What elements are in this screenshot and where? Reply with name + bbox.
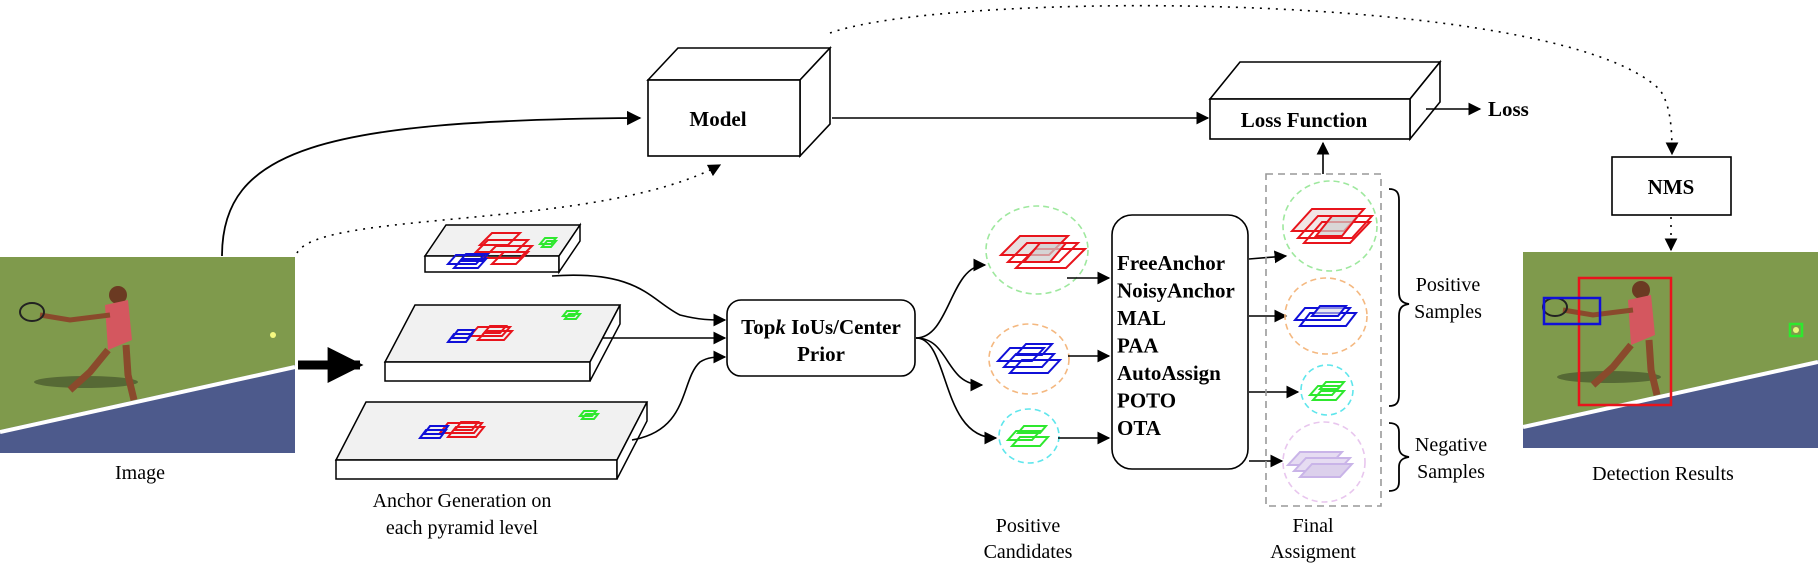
positive-samples-label-line2: Samples — [1414, 301, 1482, 323]
detection-results-label: Detection Results — [1592, 463, 1734, 485]
loss-function-label: Loss Function — [1241, 108, 1368, 132]
negative-samples-brace — [1388, 422, 1410, 492]
positive-samples-brace — [1388, 188, 1410, 407]
final-red — [1282, 180, 1378, 272]
method-item: OTA — [1117, 416, 1162, 440]
dotted-model-to-nms — [829, 4, 1679, 156]
method-item: POTO — [1117, 389, 1176, 413]
green-anchors — [560, 310, 583, 320]
anchors-bottom-level — [418, 410, 601, 439]
arrow-topk-to-candidate-1 — [915, 258, 987, 339]
arrow-image-to-model — [221, 110, 642, 257]
loss-function-box[interactable]: Loss Function — [1208, 59, 1442, 142]
red-anchors — [467, 325, 515, 341]
arrow-topk-to-candidate-2 — [915, 337, 984, 392]
loss-label: Loss — [1488, 97, 1529, 121]
final-green — [1300, 364, 1354, 416]
tennis-player-figure — [19, 286, 138, 401]
anchors-middle-level — [446, 310, 583, 343]
nms-label: NMS — [1648, 175, 1695, 199]
red-anchors — [473, 232, 535, 265]
final-negative — [1282, 421, 1366, 503]
model-box[interactable]: Model — [646, 45, 832, 159]
image-label: Image — [115, 462, 165, 484]
blue-anchors — [418, 425, 450, 439]
final-assignment-label-line1: Final — [1292, 515, 1334, 537]
method-item: FreeAnchor — [1117, 251, 1225, 275]
green-anchors — [537, 237, 559, 248]
nms-box[interactable]: NMS — [1611, 156, 1732, 216]
negative-samples-label-line1: Negative — [1415, 434, 1487, 456]
anchor-generation-label-line1: Anchor Generation on — [373, 490, 552, 512]
detection-results-image — [1522, 252, 1818, 448]
arrow-topk-to-candidate-3 — [915, 337, 998, 445]
final-assignment-box — [1265, 173, 1382, 507]
green-anchors — [577, 410, 601, 420]
candidate-blue — [988, 323, 1070, 395]
topk-box[interactable]: Topk IoUs/Center Prior — [726, 299, 916, 377]
final-assignment-label-line2: Assigment — [1270, 541, 1356, 563]
method-item: AutoAssign — [1117, 361, 1221, 385]
arrow-top-level-to-topk — [551, 274, 727, 327]
positive-candidates-label-line1: Positive — [996, 515, 1061, 537]
blue-anchors — [446, 329, 476, 343]
method-item: NoisyAnchor — [1117, 279, 1235, 303]
topk-label-line1: Topk IoUs/Center — [741, 315, 901, 339]
input-image — [0, 257, 296, 453]
detection-box-ball — [1788, 322, 1804, 338]
positive-samples-label-line1: Positive — [1416, 274, 1481, 296]
model-label: Model — [689, 107, 746, 131]
method-item: MAL — [1117, 306, 1166, 330]
topk-label-line2: Prior — [797, 342, 845, 366]
detection-box-person — [1577, 276, 1673, 407]
arrow-bottom-level-to-topk — [631, 350, 727, 441]
candidate-red — [985, 205, 1089, 295]
pyramid-level-bottom — [334, 401, 649, 480]
detection-box-racket — [1542, 296, 1602, 326]
negative-samples-label-line2: Samples — [1417, 461, 1485, 483]
candidate-green — [998, 408, 1060, 464]
blue-anchors — [445, 253, 491, 269]
anchors-top-level — [445, 232, 559, 269]
final-blue — [1284, 277, 1368, 355]
pyramid-level-middle — [383, 304, 622, 382]
method-item: PAA — [1117, 334, 1159, 358]
arrow-methods-to-final-1 — [1248, 250, 1288, 264]
anchor-generation-label-line2: each pyramid level — [386, 517, 539, 539]
positive-candidates-label-line2: Candidates — [984, 541, 1073, 563]
